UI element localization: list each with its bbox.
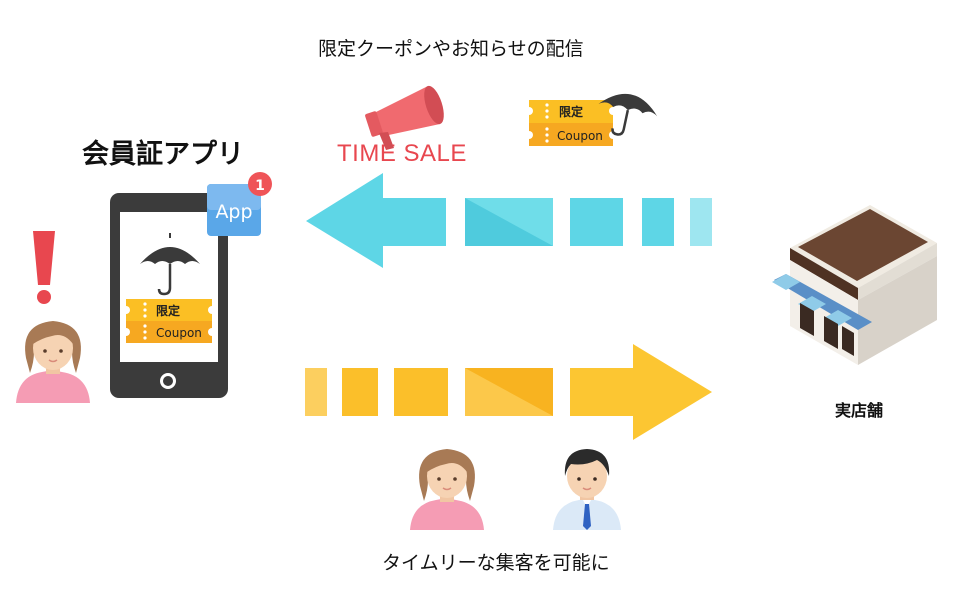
- caption-distribution: 限定クーポンやお知らせの配信: [318, 38, 584, 60]
- app-badge-label: App: [215, 201, 252, 223]
- store-building-icon: [772, 205, 937, 365]
- coupon-bottom-label-2: Coupon: [557, 129, 603, 143]
- umbrella-icon-top: [598, 93, 658, 136]
- man-avatar-icon: [553, 449, 621, 530]
- coupon-top-label-2: 限定: [559, 104, 583, 119]
- coupon-ticket-icon: 限定 Coupon: [122, 299, 216, 343]
- coupon-ticket-icon-top: 限定 Coupon: [525, 100, 617, 146]
- woman-avatar-icon-bottom: [410, 449, 484, 530]
- app-title: 会員証アプリ: [82, 139, 244, 170]
- alert-exclamation-icon: [33, 231, 55, 304]
- store-label: 実店舗: [835, 401, 884, 420]
- arrow-left-icon: [306, 173, 712, 268]
- woman-avatar-icon: [16, 321, 90, 403]
- megaphone-icon: [365, 85, 444, 150]
- time-sale-label: TIME SALE: [337, 140, 467, 167]
- app-badge-count: 1: [255, 178, 265, 194]
- app-badge-icon: App 1: [207, 172, 272, 236]
- arrow-right-icon: [305, 344, 712, 440]
- umbrella-icon: [140, 233, 200, 296]
- caption-customer-attraction: タイムリーな集客を可能に: [382, 552, 610, 574]
- coupon-top-label: 限定: [156, 303, 180, 318]
- coupon-bottom-label: Coupon: [156, 326, 202, 340]
